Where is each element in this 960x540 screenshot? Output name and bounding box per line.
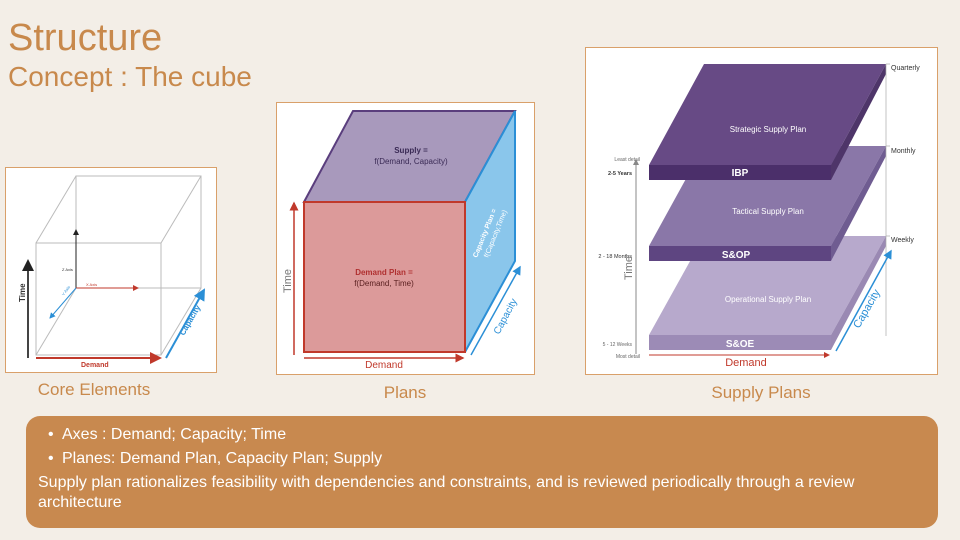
sop-band (649, 246, 831, 261)
y-axis-label: Y Axis (61, 285, 71, 297)
operational-label: Operational Supply Plan (725, 295, 811, 304)
plans-demand-label: Demand (365, 360, 403, 371)
plans-capacity-label: Capacity (492, 297, 520, 337)
supply-capacity-arrow (835, 249, 892, 352)
supply-demand-label: Demand (725, 357, 767, 369)
ibp-label: IBP (732, 168, 749, 179)
core-elements-caption: Core Elements (37, 380, 151, 399)
soe-band (649, 335, 831, 350)
core-cube-diagram: Z Axis X Axis Y Axis Time Demand Capacit… (18, 175, 205, 369)
months-label: 2 - 18 Months (598, 254, 632, 260)
plans-panel: Supply = f(Demand, Capacity) Demand Plan… (276, 102, 535, 375)
core-demand-label: Demand (81, 362, 109, 369)
plans-time-label: Time (282, 269, 294, 293)
strategic-side (831, 64, 886, 180)
core-elements-panel: Z Axis X Axis Y Axis Time Demand Capacit… (5, 167, 217, 373)
capacity-axis-arrow (165, 288, 205, 359)
summary-text: Supply plan rationalizes feasibility wit… (38, 474, 855, 511)
sop-label: S&OP (722, 250, 751, 261)
demand-formula-line1: Demand Plan = (355, 268, 413, 277)
plans-cube-diagram: Supply = f(Demand, Capacity) Demand Plan… (282, 110, 521, 371)
tactical-side (831, 146, 886, 261)
supply-formula-line1: Supply = (394, 146, 428, 155)
supply-plans-caption: Supply Plans (711, 383, 811, 402)
plans-caption: Plans (383, 383, 427, 402)
supply-time-label: Time (623, 256, 635, 280)
summary-callout: Axes : Demand; Capacity; Time Planes: De… (26, 416, 938, 528)
operational-side (831, 236, 886, 350)
strategic-label: Strategic Supply Plan (730, 125, 807, 134)
y-axis-arrow (49, 287, 77, 319)
weekly-label: Weekly (891, 237, 914, 244)
years-label: 2-5 Years (608, 171, 632, 177)
supply-formula-line2: f(Demand, Capacity) (374, 157, 448, 166)
most-detail-label: Most detail (616, 354, 640, 360)
core-time-label: Time (18, 283, 27, 302)
monthly-label: Monthly (891, 148, 916, 155)
strategic-plane (649, 64, 886, 165)
supply-plans-diagram: Operational Supply Plan S&OE Tactical Su… (598, 63, 920, 369)
supply-plans-panel: Operational Supply Plan S&OE Tactical Su… (585, 47, 938, 375)
quarterly-label: Quarterly (891, 65, 920, 72)
weeks-label: 5 - 12 Weeks (603, 342, 633, 348)
plans-capacity-arrow (470, 265, 521, 356)
demand-formula-line2: f(Demand, Time) (354, 279, 414, 288)
demand-plane (303, 201, 466, 353)
bullet-axes: Axes : Demand; Capacity; Time (48, 425, 926, 445)
ibp-band (649, 165, 831, 180)
summary-bullets: Axes : Demand; Capacity; Time Planes: De… (38, 425, 926, 469)
bullet-planes: Planes: Demand Plan, Capacity Plan; Supp… (48, 449, 926, 469)
soe-label: S&OE (726, 339, 755, 350)
least-detail-label: Least detail (614, 157, 640, 163)
page-subtitle: Concept : The cube (8, 61, 252, 92)
tactical-label: Tactical Supply Plan (732, 207, 804, 216)
cube-wireframe (35, 175, 202, 356)
x-axis-label: X Axis (86, 282, 97, 287)
page-title: Structure (8, 17, 163, 59)
z-axis-label: Z Axis (62, 267, 73, 272)
